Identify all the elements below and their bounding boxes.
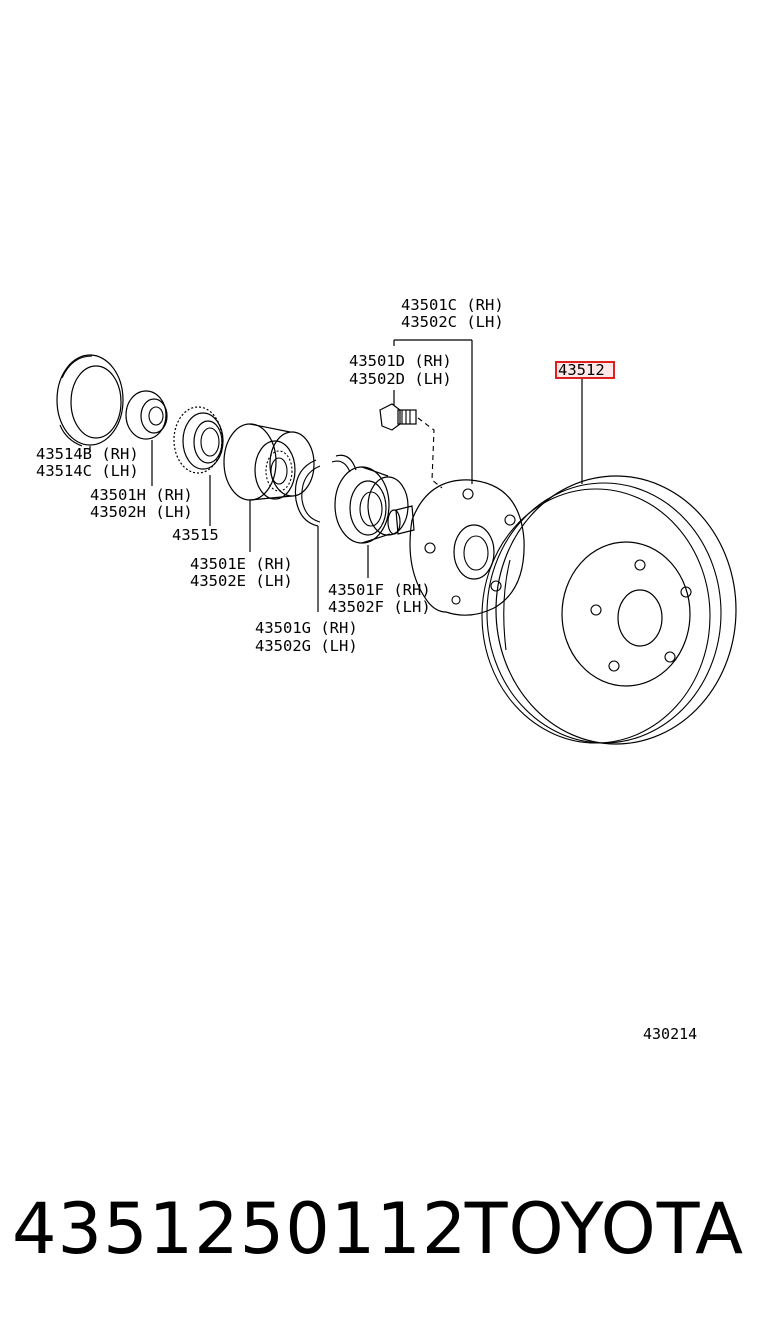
label-43502h: 43502H (LH)	[90, 503, 193, 521]
part-number: 4351250112	[12, 1188, 468, 1270]
label-43502e: 43502E (LH)	[190, 572, 293, 590]
highlight-box	[555, 361, 615, 379]
oil-seal-part	[56, 354, 124, 452]
label-43514b: 43514B (RH)	[36, 445, 139, 463]
brand-name: TOYOTA	[464, 1188, 744, 1270]
brake-disc-part	[481, 378, 737, 745]
label-43515: 43515	[172, 526, 219, 544]
bearing-part	[223, 423, 315, 552]
label-43502c: 43502C (LH)	[401, 313, 504, 331]
diagram-code: 430214	[643, 1025, 697, 1043]
label-43502d: 43502D (LH)	[349, 370, 452, 388]
label-43501g: 43501G (RH)	[255, 619, 358, 637]
label-43501c: 43501C (RH)	[401, 296, 504, 314]
label-43514c: 43514C (LH)	[36, 462, 139, 480]
label-43501e: 43501E (RH)	[190, 555, 293, 573]
label-43501f: 43501F (RH)	[328, 581, 431, 599]
axle-hub-part	[387, 340, 525, 616]
footer: 4351250112 TOYOTA	[0, 1180, 760, 1290]
sensor-rotor-part	[173, 406, 224, 526]
hub-bolt-part	[379, 390, 443, 489]
label-43502g: 43502G (LH)	[255, 637, 358, 655]
hub-seal-part	[334, 466, 409, 578]
label-43512: 43512	[558, 361, 605, 379]
label-43501d: 43501D (RH)	[349, 352, 452, 370]
small-seal-part	[125, 390, 168, 486]
label-43501h: 43501H (RH)	[90, 486, 193, 504]
label-43502f: 43502F (LH)	[328, 598, 431, 616]
snap-ring-part	[294, 454, 357, 612]
